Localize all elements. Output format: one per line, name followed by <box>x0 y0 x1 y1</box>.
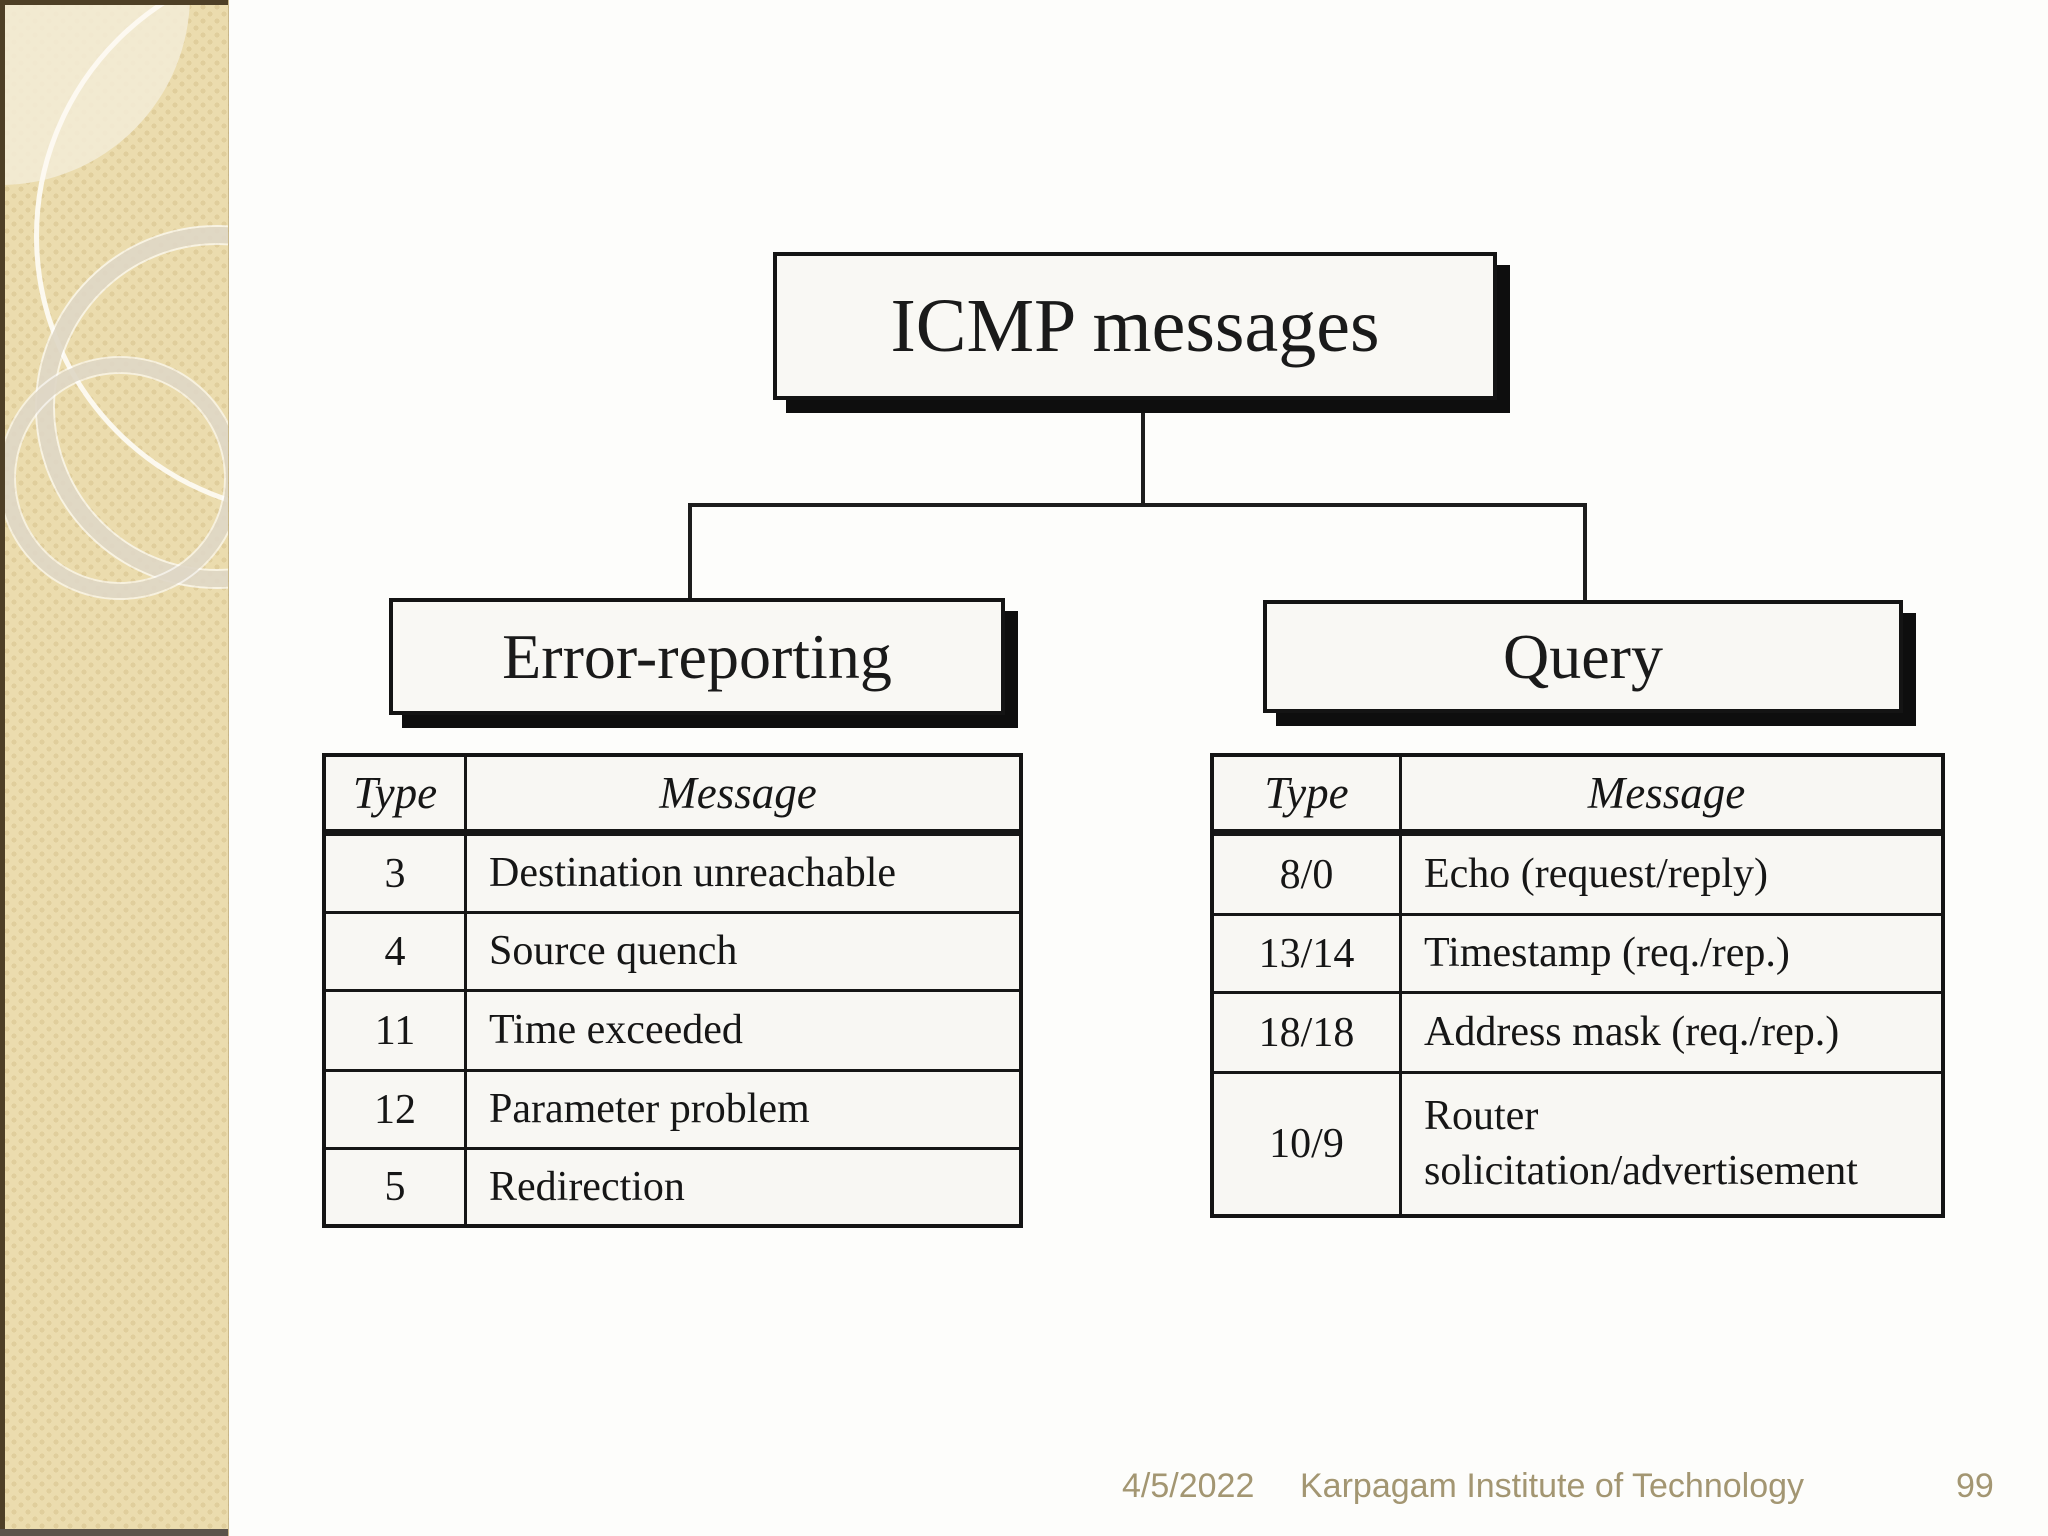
icmp-messages-label: ICMP messages <box>890 283 1380 368</box>
sidebar <box>0 0 229 1536</box>
footer-date: 4/5/2022 <box>1122 1467 1255 1505</box>
column-header-message: Message <box>1399 757 1941 833</box>
slide-top-border <box>0 0 228 5</box>
table-cell-message: Source quench <box>464 911 1019 989</box>
table-cell-type: 10/9 <box>1214 1071 1399 1214</box>
table-cell-type: 5 <box>326 1147 464 1224</box>
column-header-type: Type <box>326 757 464 833</box>
footer-institution: Karpagam Institute of Technology <box>1300 1467 1805 1505</box>
table-cell-message: Echo (request/reply) <box>1399 833 1941 913</box>
error-reporting-label: Error-reporting <box>502 620 892 692</box>
slide-left-border <box>0 0 5 1536</box>
connector-left-vertical <box>688 503 692 600</box>
connector-root-vertical <box>1141 410 1145 506</box>
table-cell-message: Router solicitation/advertisement <box>1399 1071 1941 1214</box>
query-label: Query <box>1503 620 1663 692</box>
query-box: Query <box>1263 600 1903 713</box>
table-cell-message: Parameter problem <box>464 1069 1019 1147</box>
connector-horizontal <box>688 503 1587 507</box>
connector-right-vertical <box>1583 503 1587 602</box>
query-table: Type Message 8/0 Echo (request/reply) 13… <box>1210 753 1945 1218</box>
table-cell-type: 4 <box>326 911 464 989</box>
decorative-ring-small <box>0 358 228 598</box>
slide-bottom-border <box>0 1529 228 1536</box>
table-cell-message: Redirection <box>464 1147 1019 1224</box>
table-cell-message: Destination unreachable <box>464 833 1019 911</box>
error-reporting-table: Type Message 3 Destination unreachable 4… <box>322 753 1023 1228</box>
column-header-message: Message <box>464 757 1019 833</box>
footer-page-number: 99 <box>1956 1467 1994 1505</box>
table-cell-type: 18/18 <box>1214 991 1399 1071</box>
icmp-messages-box: ICMP messages <box>773 252 1497 400</box>
table-cell-type: 3 <box>326 833 464 911</box>
table-cell-message: Time exceeded <box>464 989 1019 1069</box>
table-cell-message: Address mask (req./rep.) <box>1399 991 1941 1071</box>
table-cell-type: 11 <box>326 989 464 1069</box>
error-reporting-box: Error-reporting <box>389 598 1005 715</box>
table-cell-type: 8/0 <box>1214 833 1399 913</box>
table-cell-type: 12 <box>326 1069 464 1147</box>
table-cell-message: Timestamp (req./rep.) <box>1399 913 1941 991</box>
table-cell-type: 13/14 <box>1214 913 1399 991</box>
column-header-type: Type <box>1214 757 1399 833</box>
